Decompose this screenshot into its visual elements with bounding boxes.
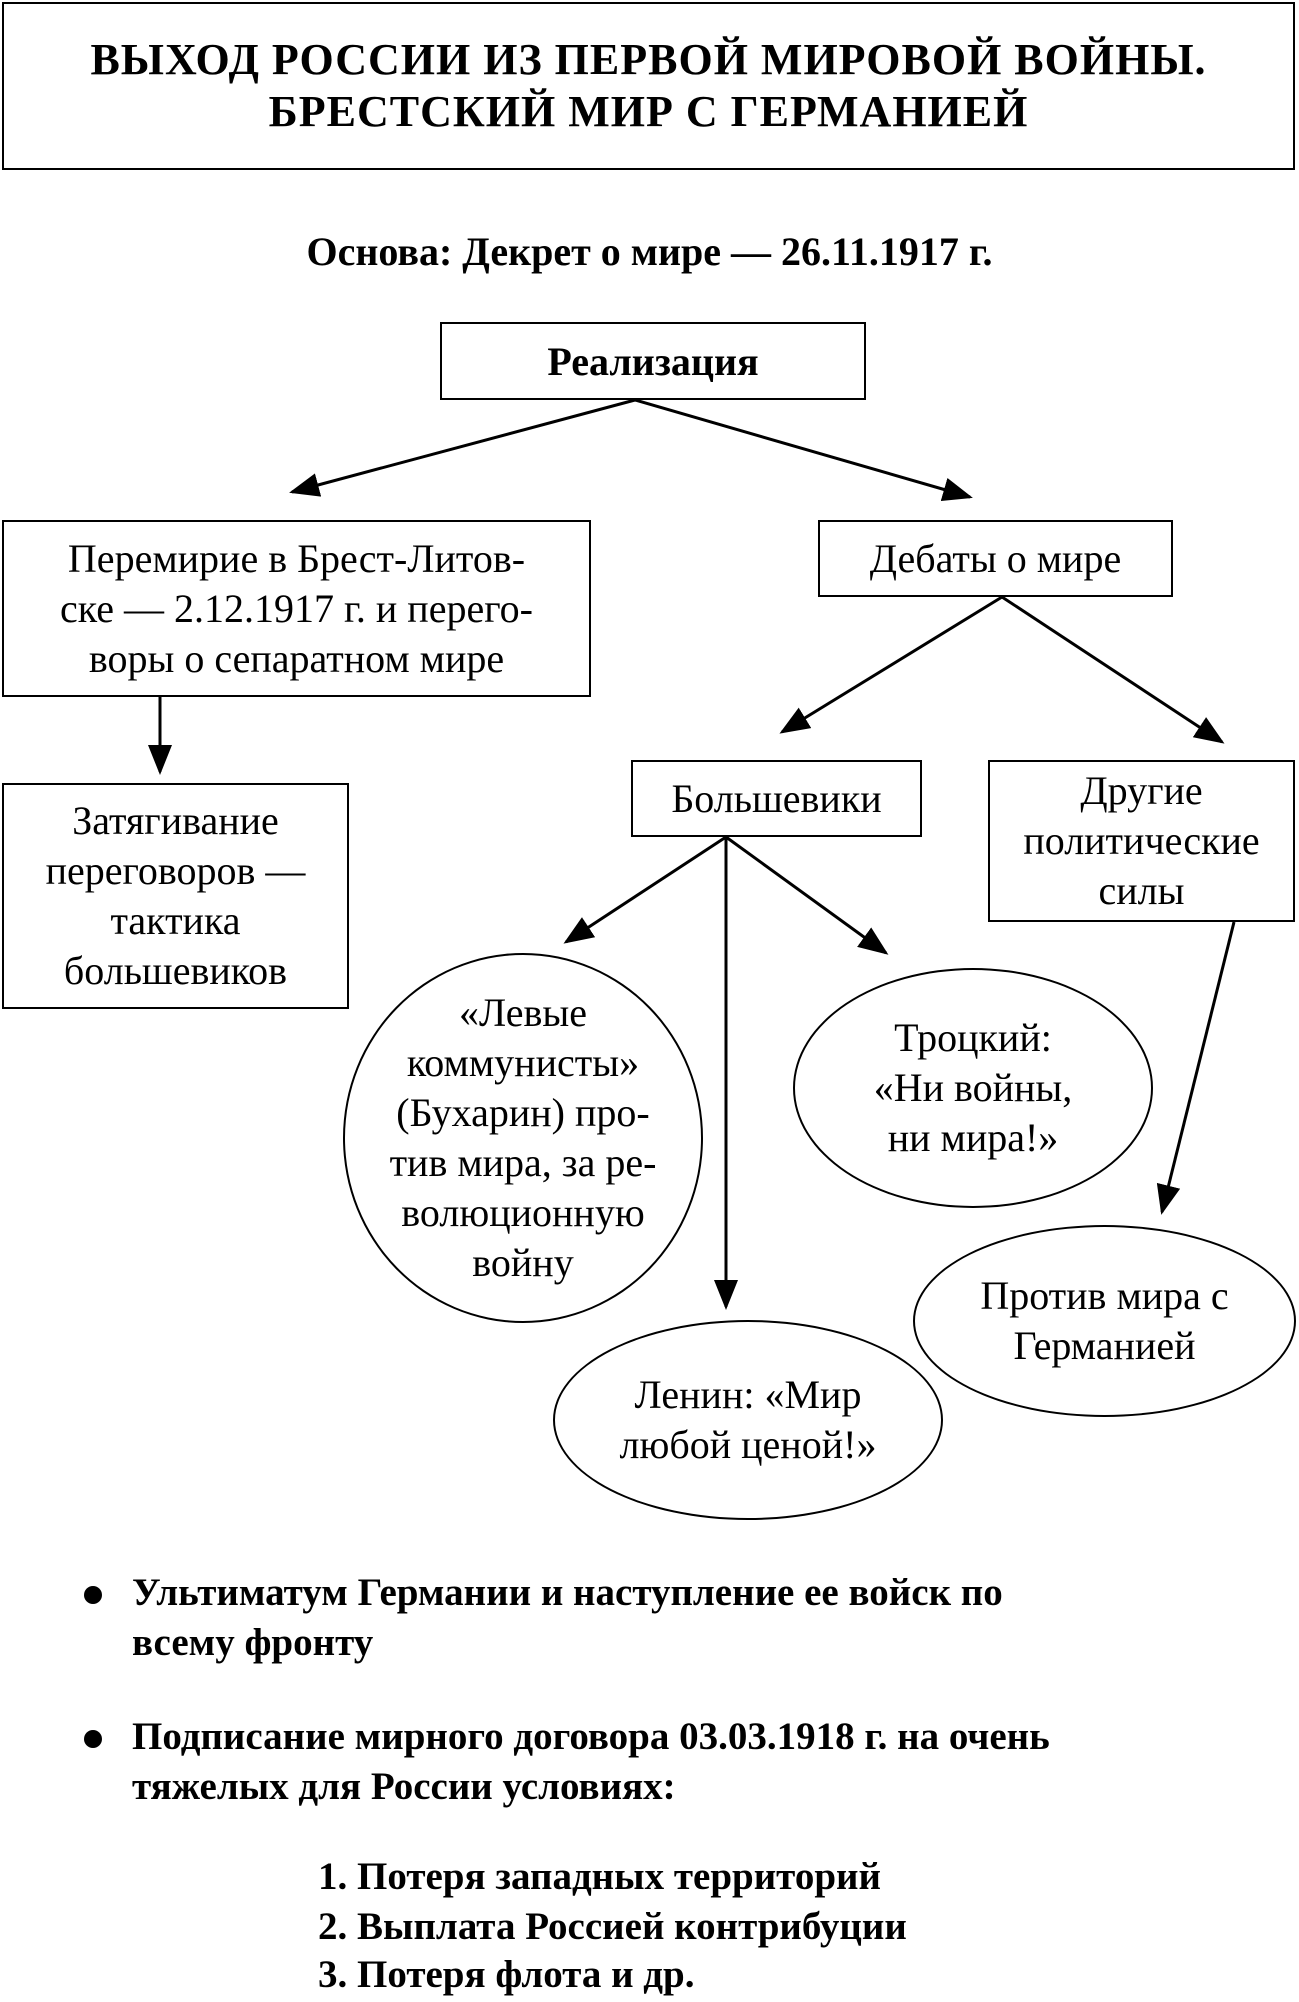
arrow-other-forces-to-against-peace: [1156, 921, 1236, 1215]
armistice-line-1: Перемирие в Брест-Литов-: [67, 535, 526, 581]
arrow-debates-to-bolsheviks: [779, 595, 1003, 734]
bullet-ultimatum: Ультиматум Германии и наступление ее вой…: [84, 1568, 1234, 1678]
other-forces-line-2: политические: [1023, 818, 1260, 863]
trotsky-line-3: ни мира!»: [887, 1115, 1059, 1160]
arrow-bolsheviks-to-trotsky: [725, 835, 889, 955]
left-communists-line-4: тив мира, за ре-: [389, 1140, 657, 1185]
armistice-line-2: ске — 2.12.1917 г. и перего-: [60, 585, 533, 631]
delay-line-3: тактика: [110, 898, 241, 943]
other-forces-line-3: силы: [1098, 868, 1185, 913]
bullet-treaty: Подписание мирного договора 03.03.1918 г…: [84, 1712, 1234, 1822]
delay-tactics-box: Затягивание переговоров — тактика больше…: [2, 783, 349, 1009]
bolsheviks-box: Большевики: [631, 760, 922, 837]
consequence-item-1: 1. Потеря западных территорий: [318, 1855, 881, 1898]
left-communists-line-3: (Бухарин) про-: [396, 1090, 650, 1135]
against-peace-ellipse: Против мира с Германией: [913, 1225, 1296, 1417]
left-communists-line-5: волюционную: [401, 1190, 645, 1235]
bullet-2-line-1: Подписание мирного договора 03.03.1918 г…: [132, 1715, 1050, 1758]
consequence-item-2: 2. Выплата Россией контрибуции: [318, 1905, 907, 1948]
trotsky-line-1: Троцкий:: [894, 1015, 1052, 1060]
consequence-item-3: 3. Потеря флота и др.: [318, 1953, 695, 1996]
arrow-realization-to-debates: [634, 398, 973, 502]
delay-line-2: переговоров —: [45, 848, 306, 893]
against-peace-line-1: Против мира с: [980, 1273, 1229, 1318]
arrow-realization-to-armistice: [289, 398, 636, 497]
title-box: ВЫХОД РОССИИ ИЗ ПЕРВОЙ МИРОВОЙ ВОЙНЫ. БР…: [2, 2, 1295, 170]
other-forces-line-1: Другие: [1080, 768, 1203, 813]
bullet-1-line-2: всему фронту: [132, 1621, 374, 1664]
armistice-box: Перемирие в Брест-Литов- ске — 2.12.1917…: [2, 520, 591, 697]
armistice-line-3: воры о сепаратном мире: [88, 635, 505, 681]
bullet-dot: [84, 1730, 102, 1748]
bullet-text: Подписание мирного договора 03.03.1918 г…: [132, 1712, 1252, 1812]
bullet-dot: [84, 1586, 102, 1604]
lenin-ellipse: Ленин: «Мир любой ценой!»: [553, 1320, 943, 1520]
against-peace-line-2: Германией: [1013, 1323, 1196, 1368]
title-line-2: БРЕСТСКИЙ МИР С ГЕРМАНИЕЙ: [268, 87, 1029, 136]
trotsky-ellipse: Троцкий: «Ни войны, ни мира!»: [793, 968, 1153, 1208]
left-communists-line-6: войну: [472, 1240, 574, 1285]
arrow-debates-to-other-forces: [1001, 595, 1225, 744]
peace-debates-box: Дебаты о мире: [818, 520, 1173, 597]
realization-box: Реализация: [440, 322, 866, 400]
bullet-2-line-2: тяжелых для России условиях:: [132, 1765, 676, 1808]
realization-label: Реализация: [547, 338, 759, 384]
trotsky-line-2: «Ни войны,: [873, 1065, 1073, 1110]
title-line-1: ВЫХОД РОССИИ ИЗ ПЕРВОЙ МИРОВОЙ ВОЙНЫ.: [90, 35, 1207, 84]
left-communists-line-1: «Левые: [458, 990, 588, 1035]
bullet-text: Ультиматум Германии и наступление ее вой…: [132, 1568, 1252, 1668]
delay-line-4: большевиков: [63, 948, 288, 993]
other-forces-box: Другие политические силы: [988, 760, 1295, 922]
bolsheviks-label: Большевики: [671, 775, 882, 821]
basis-heading: Основа: Декрет о мире — 26.11.1917 г.: [306, 229, 993, 274]
bullet-1-line-1: Ультиматум Германии и наступление ее вой…: [132, 1571, 1003, 1614]
left-communists-line-2: коммунисты»: [406, 1040, 640, 1085]
debates-label: Дебаты о мире: [869, 535, 1122, 581]
arrow-bolsheviks-to-left-communists: [563, 835, 727, 944]
lenin-line-1: Ленин: «Мир: [634, 1372, 862, 1417]
lenin-line-2: любой ценой!»: [619, 1422, 877, 1467]
left-communists-ellipse: «Левые коммунисты» (Бухарин) про- тив ми…: [343, 953, 703, 1323]
delay-line-1: Затягивание: [72, 798, 279, 843]
